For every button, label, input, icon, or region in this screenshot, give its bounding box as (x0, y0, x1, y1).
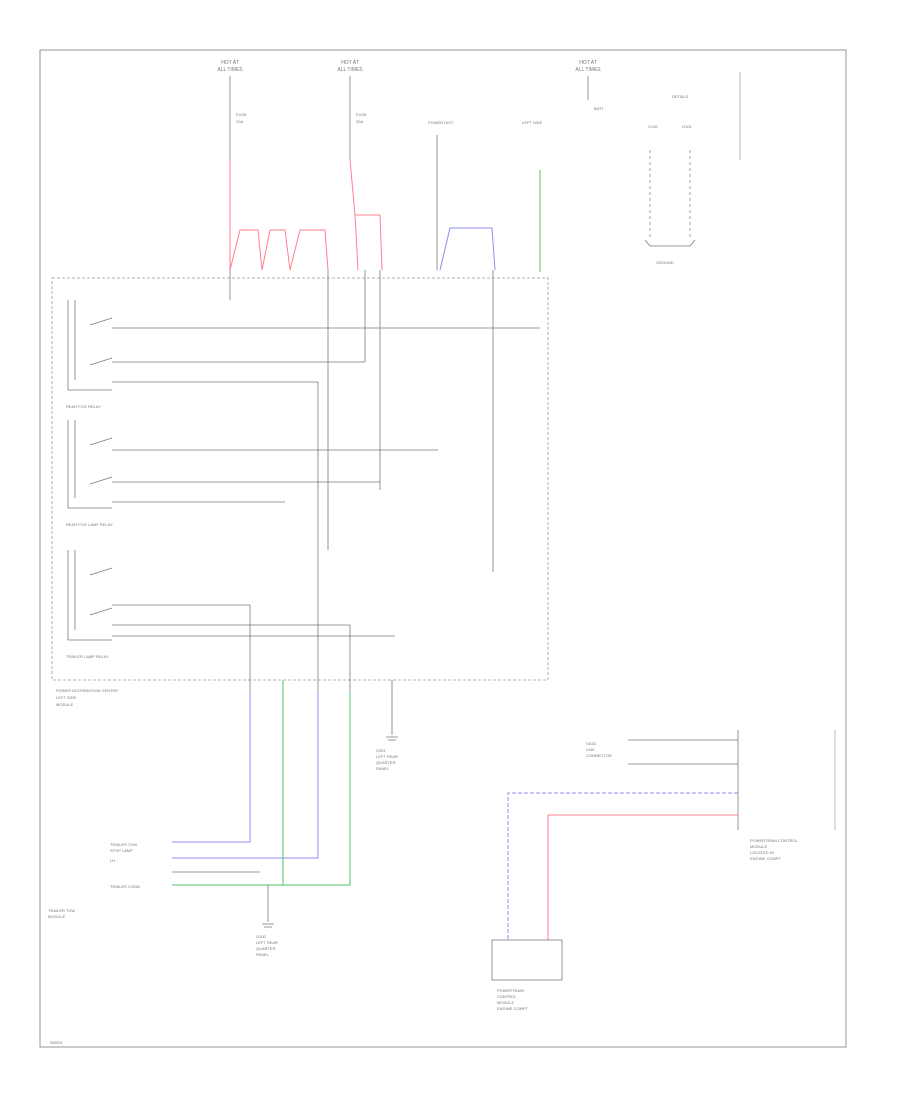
blue-wire-left (172, 692, 251, 843)
blue-wire-top (439, 227, 496, 271)
fuse1-label: FUSE (236, 112, 247, 117)
conn-left-caption: TRAILER TOW (48, 908, 75, 913)
power-source-1: HOT AT ALL TIMES FUSE 20A (217, 60, 247, 160)
bottom-sub2: MODULE (497, 1000, 514, 1005)
power-source-3: HOT AT ALL TIMES BATT (575, 60, 604, 111)
red-wire-right (547, 814, 738, 940)
ground-mid-symbol: G301 LEFT REAR QUARTER PANEL (376, 680, 398, 771)
ground-mid-sub2: QUARTER (376, 760, 396, 765)
fuse2-value: 30A (356, 119, 363, 124)
ground-left-sub: LEFT REAR (256, 940, 278, 945)
hot1-title: HOT AT (221, 60, 239, 66)
hot2-sub: ALL TIMES (337, 67, 363, 73)
inline-a-label: POWER DIST (428, 120, 454, 125)
ground-left-id: G200 (256, 934, 267, 939)
module-title: POWER DISTRIBUTION CENTER (56, 688, 118, 693)
ground-top-caption: GROUND (656, 260, 674, 265)
relay-2 (67, 420, 438, 509)
pcm-title: POWERTRAIN CONTROL (750, 838, 798, 843)
hot3-sub: ALL TIMES (575, 67, 601, 73)
ground-mid-id: G301 (376, 748, 387, 753)
bottom-sub3: ENGINE COMPT (497, 1006, 528, 1011)
bottom-title: POWERTRAIN (497, 988, 524, 993)
side-note-3: CONNECTOR (586, 753, 612, 758)
hot1-sub: ALL TIMES (217, 67, 243, 73)
power-distribution-module (51, 277, 549, 681)
ground-mid-sub3: PANEL (376, 766, 390, 771)
internal-buses (229, 270, 494, 692)
red-wires (229, 159, 383, 271)
side-note-2: LINK (586, 747, 595, 752)
fuse2-label: FUSE (356, 112, 367, 117)
notes-block-label: DETAILS (672, 94, 689, 99)
hot2-title: HOT AT (341, 60, 359, 66)
bottom-sub: CONTROL (497, 994, 517, 999)
green-wire-left-2 (283, 692, 351, 886)
hot3-value: BATT (594, 106, 604, 111)
green-wire-left (172, 680, 284, 886)
blue-wire-left-2 (172, 692, 319, 859)
hot3-title: HOT AT (579, 60, 597, 66)
diagram-frame (39, 49, 847, 1048)
power-source-2: HOT AT ALL TIMES FUSE 30A (337, 60, 367, 160)
pcm-sub: MODULE (750, 844, 767, 849)
side-note-1: DATA (586, 741, 596, 746)
ground-left-symbol: G200 LEFT REAR QUARTER PANEL (256, 923, 278, 957)
relay-3 (67, 550, 395, 641)
ground-left-sub3: PANEL (256, 952, 270, 957)
ground-left-sub2: QUARTER (256, 946, 276, 951)
conn-left-4: TRAILER CONN (110, 884, 140, 889)
conn-left-1: TRAILER TOW (110, 842, 137, 847)
conn-left-2: STOP LAMP (110, 848, 133, 853)
ground-top-a: G100 (648, 124, 659, 129)
relay-1-label: REAR FOG RELAY (66, 404, 101, 409)
conn-left-caption2: MODULE (48, 914, 65, 919)
pcm-sub3: ENGINE COMPT (750, 856, 781, 861)
corner-code: W0001 (50, 1040, 63, 1045)
module-sub2: MODULE (56, 702, 73, 707)
blue-wire-right (507, 792, 738, 940)
relay-3-label: TRAILER LAMP RELAY (66, 654, 109, 659)
relay-1 (67, 300, 540, 391)
inline-b-label: LEFT SIDE (522, 120, 542, 125)
pcm-sub2: LOCATED IN (750, 850, 774, 855)
conn-left-3: LH (110, 858, 115, 863)
bottom-connector: POWERTRAIN CONTROL MODULE ENGINE COMPT (491, 939, 563, 1011)
fuse1-value: 20A (236, 119, 243, 124)
top-right-ground-block: DETAILS G100 G101 GROUND (644, 72, 741, 265)
pcm-connector: DATA LINK CONNECTOR POWERTRAIN CONTROL M… (586, 730, 836, 861)
relay-2-label: REAR FOG LAMP RELAY (66, 522, 113, 527)
ground-mid-sub: LEFT REAR (376, 754, 398, 759)
module-sub: LEFT SIDE (56, 695, 76, 700)
ground-top-b: G101 (682, 124, 693, 129)
